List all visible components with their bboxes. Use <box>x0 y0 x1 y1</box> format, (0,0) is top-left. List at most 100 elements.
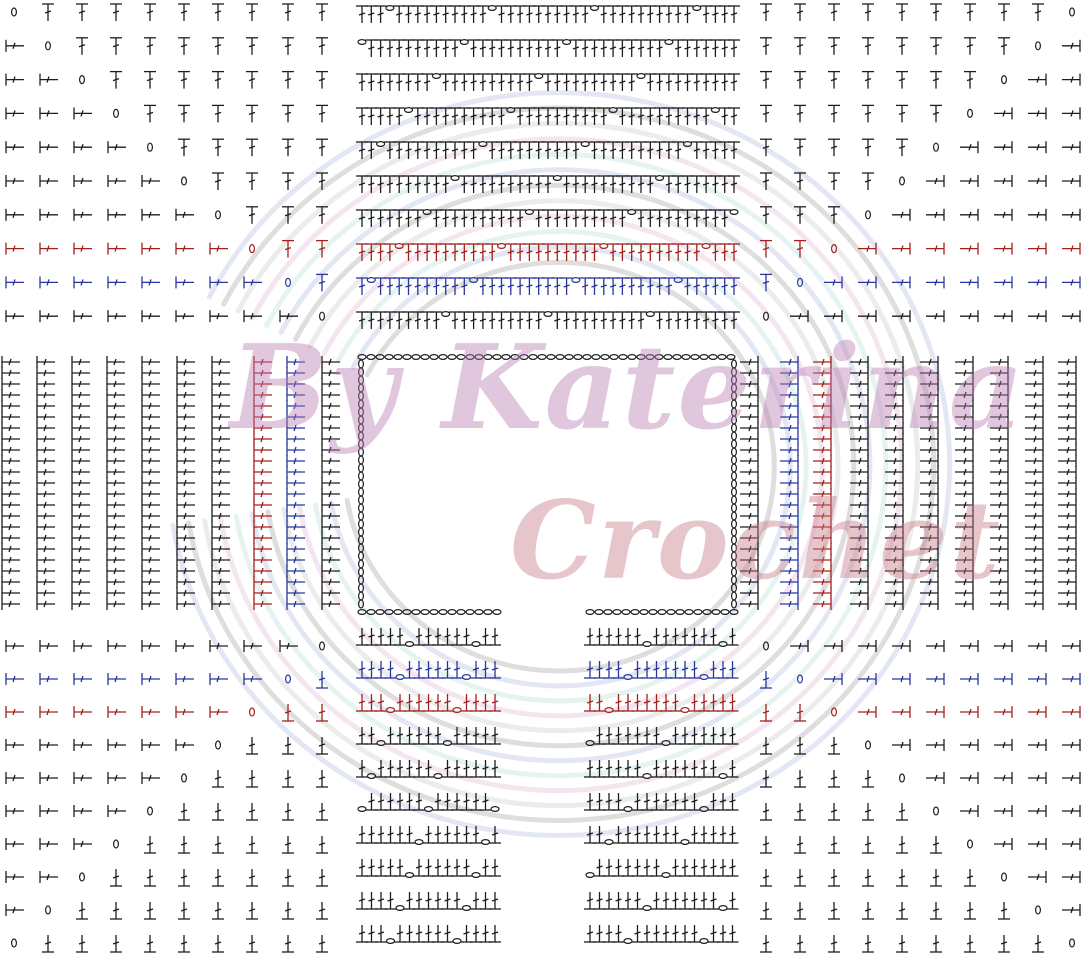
half-double-crochet-symbol <box>1058 389 1076 401</box>
half-double-crochet-symbol <box>960 640 978 652</box>
half-double-crochet-symbol <box>254 488 272 500</box>
chain-stitch-symbol <box>658 610 666 615</box>
double-crochet-symbol <box>682 40 694 57</box>
chain-stitch-symbol <box>732 504 737 512</box>
chain-stitch-symbol <box>491 807 499 812</box>
half-double-crochet-symbol <box>2 598 20 610</box>
double-crochet-symbol <box>458 312 470 329</box>
double-crochet-symbol <box>700 40 712 57</box>
half-double-crochet-symbol <box>990 543 1008 555</box>
chain-stitch-symbol <box>475 610 483 615</box>
swirl-arc <box>268 185 854 746</box>
half-double-crochet-symbol <box>740 488 758 500</box>
chain-stitch-symbol <box>711 108 719 113</box>
half-double-crochet-symbol <box>1058 565 1076 577</box>
half-double-crochet-symbol <box>72 367 90 379</box>
double-crochet-symbol <box>727 892 739 909</box>
double-crochet-symbol <box>660 892 672 909</box>
half-double-crochet-symbol <box>142 466 160 478</box>
double-crochet-symbol <box>178 139 190 156</box>
half-double-crochet-symbol <box>107 576 125 588</box>
chain-stitch-symbol <box>463 906 471 911</box>
double-crochet-symbol <box>246 38 258 55</box>
double-crochet-symbol <box>594 925 606 942</box>
double-crochet-symbol <box>375 925 387 942</box>
double-crochet-symbol <box>896 105 908 122</box>
chain-stitch-symbol <box>646 355 654 360</box>
double-crochet-symbol <box>542 74 554 91</box>
half-double-crochet-symbol <box>990 433 1008 445</box>
double-crochet-symbol <box>794 105 806 122</box>
half-double-crochet-symbol <box>960 772 978 784</box>
double-crochet-symbol <box>828 935 840 952</box>
double-crochet-symbol <box>616 6 628 23</box>
double-crochet-symbol <box>212 139 224 156</box>
chain-stitch-symbol <box>498 244 506 249</box>
half-double-crochet-symbol <box>1028 640 1046 652</box>
double-crochet-symbol <box>144 72 156 89</box>
half-double-crochet-symbol <box>37 422 55 434</box>
half-double-crochet-symbol <box>287 422 305 434</box>
half-double-crochet-symbol <box>254 367 272 379</box>
double-crochet-symbol <box>110 869 122 886</box>
chain-stitch-symbol <box>114 840 119 848</box>
double-crochet-symbol <box>700 74 712 91</box>
chain-stitch-symbol <box>502 355 510 360</box>
double-crochet-symbol <box>178 902 190 919</box>
chain-stitch-symbol <box>649 610 657 615</box>
half-double-crochet-symbol <box>40 141 58 153</box>
half-double-crochet-symbol <box>72 477 90 489</box>
half-double-crochet-symbol <box>740 389 758 401</box>
double-crochet-symbol <box>144 38 156 55</box>
double-crochet-symbol <box>316 836 328 853</box>
half-double-crochet-symbol <box>177 400 195 412</box>
double-crochet-symbol <box>316 902 328 919</box>
double-crochet-symbol <box>632 925 644 942</box>
half-double-crochet-symbol <box>212 455 230 467</box>
half-double-crochet-symbol <box>72 499 90 511</box>
half-double-crochet-symbol <box>142 521 160 533</box>
double-crochet-symbol <box>412 74 424 91</box>
double-crochet-symbol <box>144 869 156 886</box>
chain-stitch-symbol <box>732 480 737 488</box>
half-double-crochet-symbol <box>40 640 58 652</box>
half-double-crochet-symbol <box>212 389 230 401</box>
double-crochet-symbol <box>212 173 224 190</box>
half-double-crochet-symbol <box>74 276 92 288</box>
double-crochet-symbol <box>660 826 672 843</box>
double-crochet-symbol <box>551 6 563 23</box>
double-crochet-symbol <box>470 892 482 909</box>
half-double-crochet-symbol <box>926 706 944 718</box>
double-crochet-symbol <box>930 4 942 21</box>
chain-stitch-symbol <box>732 488 737 496</box>
double-crochet-symbol <box>862 869 874 886</box>
half-double-crochet-symbol <box>107 466 125 478</box>
chain-stitch-symbol <box>581 142 589 147</box>
double-crochet-symbol <box>622 628 634 645</box>
half-double-crochet-symbol <box>40 871 58 883</box>
half-double-crochet-symbol <box>2 466 20 478</box>
half-double-crochet-symbol <box>990 488 1008 500</box>
half-double-crochet-symbol <box>994 640 1012 652</box>
double-crochet-symbol <box>356 74 368 91</box>
double-crochet-symbol <box>598 278 610 295</box>
chain-stitch-symbol <box>511 355 519 360</box>
double-crochet-symbol <box>246 737 258 754</box>
double-crochet-symbol <box>282 770 294 787</box>
half-double-crochet-symbol <box>72 422 90 434</box>
half-double-crochet-symbol <box>955 367 973 379</box>
chain-stitch-symbol <box>286 278 291 286</box>
double-crochet-symbol <box>896 72 908 89</box>
double-crochet-symbol <box>589 40 601 57</box>
chain-stitch-symbol <box>732 568 737 576</box>
half-double-crochet-symbol <box>72 411 90 423</box>
half-double-crochet-symbol <box>1062 74 1080 86</box>
double-crochet-symbol <box>828 902 840 919</box>
double-crochet-symbol <box>651 826 663 843</box>
chain-stitch-symbol <box>676 610 684 615</box>
half-double-crochet-symbol <box>960 209 978 221</box>
half-double-crochet-symbol <box>176 276 194 288</box>
double-crochet-symbol <box>423 892 435 909</box>
double-crochet-symbol <box>468 40 480 57</box>
half-double-crochet-symbol <box>37 587 55 599</box>
